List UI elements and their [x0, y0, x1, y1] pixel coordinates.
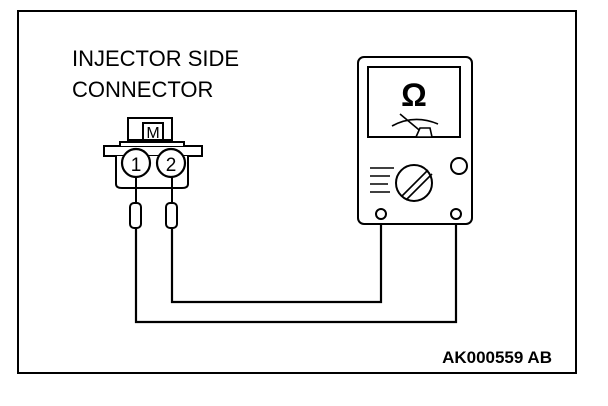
- pin-2-label: 2: [166, 155, 177, 176]
- probe-1: [129, 202, 142, 229]
- meter-terminal-left: [375, 208, 387, 220]
- connector-mark-box: [142, 122, 164, 141]
- ohmmeter: Ω: [357, 56, 473, 225]
- lead-pin-1: [134, 215, 458, 324]
- title-line-1: INJECTOR SIDE: [72, 46, 239, 71]
- lead-pin-2: [170, 215, 383, 304]
- connector-body-top: [119, 141, 185, 146]
- injector-connector: M 1 2: [103, 117, 203, 189]
- probe-2: [165, 202, 178, 229]
- figure-code: AK000559 AB: [442, 348, 552, 367]
- meter-terminal-right: [450, 208, 462, 220]
- pin-1-label: 1: [131, 155, 142, 176]
- test-probes: [129, 177, 178, 229]
- range-selector-pointer-2: [405, 173, 433, 201]
- ohm-symbol: Ω: [401, 77, 427, 113]
- title-line-2: CONNECTOR: [72, 77, 213, 102]
- connector-mark: M: [146, 125, 159, 142]
- meter-scale-arc: [391, 118, 439, 127]
- connector-flange: [103, 145, 203, 157]
- range-selector-pointer: [401, 169, 429, 197]
- meter-pivot: [414, 127, 433, 138]
- figure-frame: [17, 10, 577, 374]
- zero-adjust-knob: [450, 157, 468, 175]
